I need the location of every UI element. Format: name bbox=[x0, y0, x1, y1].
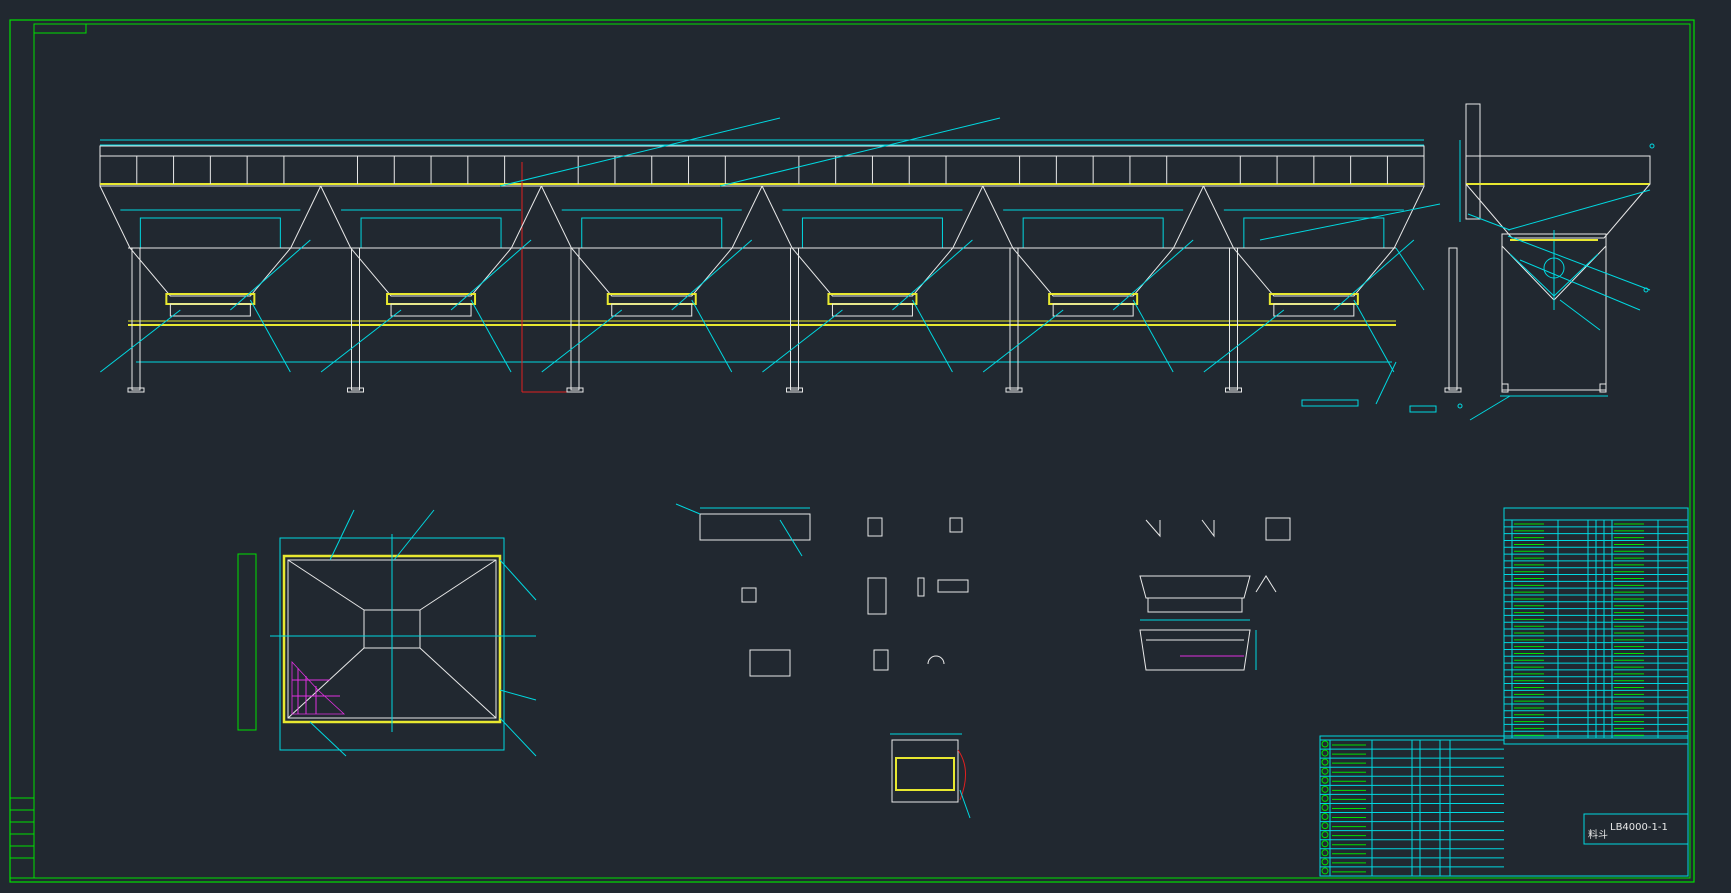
leader-line bbox=[1203, 309, 1285, 373]
hopper-gate bbox=[169, 303, 251, 317]
outer-frame bbox=[9, 19, 1695, 883]
hopper-dim bbox=[801, 217, 943, 248]
std-balloon bbox=[1321, 758, 1329, 766]
leader-line bbox=[982, 309, 1064, 373]
hopper-gate bbox=[390, 303, 472, 317]
leg-base-plate bbox=[566, 387, 584, 393]
leg-base-plate bbox=[786, 387, 803, 393]
leader-line bbox=[1333, 239, 1415, 311]
hopper-outline bbox=[761, 185, 984, 297]
front-elevation-view bbox=[99, 117, 1462, 413]
std-balloon bbox=[1321, 813, 1329, 821]
support-leg bbox=[1229, 247, 1238, 391]
leg-base-plate bbox=[1225, 387, 1242, 393]
side-elevation-view bbox=[1457, 103, 1655, 421]
std-balloon bbox=[1321, 794, 1329, 802]
support-leg bbox=[1009, 247, 1019, 391]
std-balloon bbox=[1321, 840, 1329, 848]
leader-line bbox=[1353, 299, 1395, 373]
std-balloon bbox=[1321, 767, 1329, 775]
leader-line bbox=[450, 239, 532, 311]
detail-views-right bbox=[1139, 517, 1291, 671]
left-binding-strip bbox=[9, 797, 35, 879]
leader-line bbox=[762, 309, 843, 373]
walkway-rail bbox=[99, 145, 1425, 187]
drawing-number: LB4000-1-1 bbox=[1610, 822, 1668, 833]
leg-base-plate bbox=[1444, 387, 1462, 393]
leader-line bbox=[249, 299, 291, 373]
hopper-dim bbox=[139, 217, 281, 248]
leader-line bbox=[470, 299, 512, 373]
hopper-outline bbox=[540, 185, 763, 297]
hopper-outline bbox=[1203, 185, 1425, 297]
leader-line bbox=[1112, 239, 1194, 311]
leader-line bbox=[100, 309, 181, 373]
note-box bbox=[1301, 399, 1359, 407]
leg-base-plate bbox=[347, 387, 364, 393]
corner-tag bbox=[33, 23, 87, 34]
std-balloon bbox=[1321, 858, 1329, 866]
std-balloon bbox=[1321, 776, 1329, 784]
std-balloon bbox=[1321, 822, 1329, 830]
support-leg bbox=[1448, 247, 1458, 391]
leader-line bbox=[320, 309, 402, 373]
support-leg bbox=[790, 247, 799, 391]
leg-base-plate bbox=[127, 387, 145, 393]
hopper-dim bbox=[1022, 217, 1164, 248]
plan-view bbox=[237, 509, 537, 757]
leader-line bbox=[1395, 247, 1425, 291]
leader-line bbox=[230, 239, 311, 311]
hopper-gate bbox=[1273, 303, 1355, 317]
leader-line bbox=[1132, 299, 1174, 373]
hopper-outline bbox=[99, 185, 322, 297]
leader-line bbox=[719, 117, 1001, 187]
hopper-outline bbox=[320, 185, 542, 297]
hopper-dim bbox=[581, 217, 723, 248]
std-balloon bbox=[1321, 803, 1329, 811]
inner-frame bbox=[33, 23, 1691, 879]
support-leg bbox=[570, 247, 580, 391]
std-balloon bbox=[1321, 849, 1329, 857]
std-balloon bbox=[1321, 749, 1329, 757]
support-leg bbox=[131, 247, 141, 391]
leader-line bbox=[892, 239, 973, 311]
leader-line bbox=[671, 239, 753, 311]
leader-line bbox=[1259, 203, 1441, 241]
std-balloon bbox=[1321, 740, 1329, 748]
hopper-gate bbox=[611, 303, 693, 317]
leg-base-plate bbox=[1005, 387, 1023, 393]
hopper-dim bbox=[360, 217, 502, 248]
note-box bbox=[1409, 405, 1437, 413]
hopper-dim bbox=[1243, 217, 1385, 248]
leader-line bbox=[541, 309, 623, 373]
title-block: LB4000-1-1 料斗 bbox=[1319, 507, 1689, 877]
support-leg bbox=[351, 247, 360, 391]
leader-line bbox=[499, 117, 781, 187]
detail-views bbox=[675, 503, 971, 819]
leader-line bbox=[1375, 361, 1397, 405]
part-label: 料斗 bbox=[1588, 828, 1608, 841]
hopper-gate bbox=[1052, 303, 1134, 317]
leader-line bbox=[912, 299, 953, 373]
hopper-gate bbox=[831, 303, 913, 317]
std-balloon bbox=[1321, 831, 1329, 839]
hopper-outline bbox=[982, 185, 1204, 297]
std-balloon bbox=[1321, 785, 1329, 793]
std-balloon bbox=[1321, 867, 1329, 875]
leader-line bbox=[691, 299, 733, 373]
